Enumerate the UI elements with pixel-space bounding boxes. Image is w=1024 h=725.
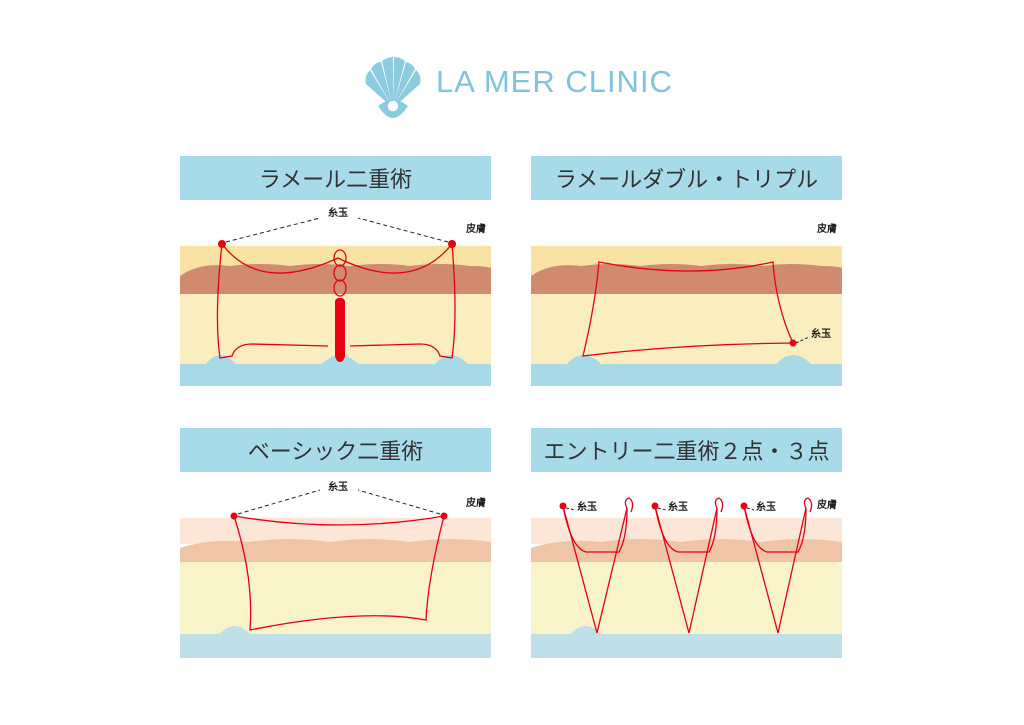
knot-label-1: 糸玉: [577, 500, 597, 513]
eyelid-diagram: 糸玉 糸玉 糸玉 皮膚: [531, 497, 842, 658]
clinic-logo: LA MER CLINIC: [360, 56, 672, 120]
panel-title: ベーシック二重術: [180, 428, 491, 472]
skin-label: 皮膚: [816, 498, 837, 511]
panel-basic-double: ベーシック二重術 糸玉 皮膚: [180, 428, 491, 663]
knot-label: 糸玉: [811, 327, 831, 340]
knot-label-3: 糸玉: [756, 500, 776, 513]
knot-label-2: 糸玉: [668, 500, 688, 513]
clinic-name: LA MER CLINIC: [436, 64, 673, 99]
panel-title: エントリー二重術２点・３点: [531, 428, 842, 472]
panel-lamer-double-triple: ラメールダブル・トリプル 糸玉 皮膚: [531, 156, 842, 391]
panel-lamer-double: ラメール二重術 糸玉 皮膚: [180, 156, 491, 391]
eyelid-diagram: 糸玉 皮膚: [180, 206, 491, 386]
panel-title: ラメール二重術: [180, 156, 491, 200]
panel-title: ラメールダブル・トリプル: [531, 156, 842, 200]
panel-entry-double: エントリー二重術２点・３点 糸玉 糸玉 糸玉 皮膚: [531, 428, 842, 663]
eyelid-diagram: 糸玉 皮膚: [180, 480, 491, 658]
skin-label: 皮膚: [465, 222, 486, 235]
shell-icon: [365, 57, 421, 118]
knot-label: 糸玉: [328, 480, 348, 493]
eyelid-diagram: 糸玉 皮膚: [531, 222, 842, 386]
skin-label: 皮膚: [465, 496, 486, 509]
skin-label: 皮膚: [816, 222, 837, 235]
knot-label: 糸玉: [328, 206, 348, 219]
